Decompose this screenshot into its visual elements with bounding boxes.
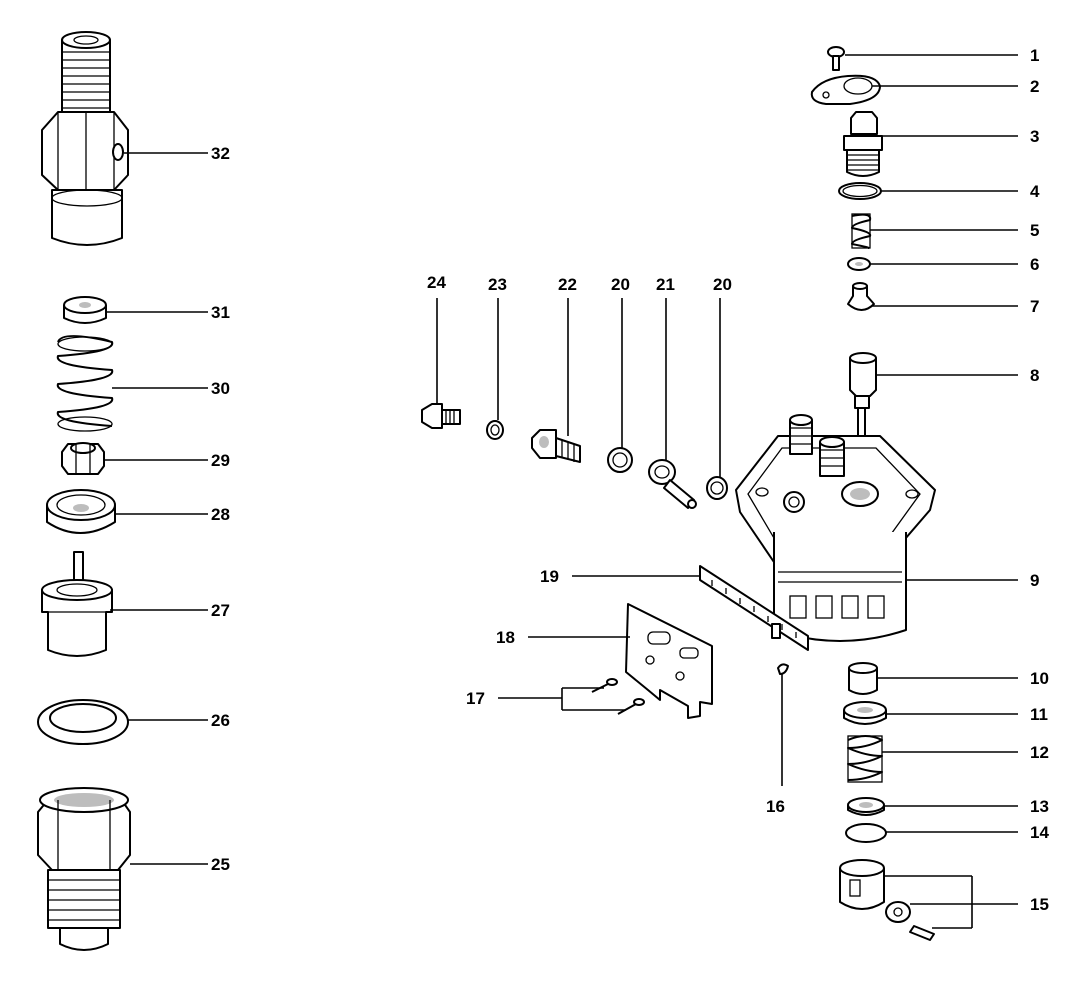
leader-lines-left (104, 152, 208, 865)
label-22: 22 (558, 275, 577, 294)
label-6: 6 (1030, 255, 1039, 274)
part-9-pump-housing (735, 414, 936, 642)
leader-lines-middle (436, 298, 721, 711)
part-6-washer (847, 257, 871, 271)
label-11: 11 (1030, 705, 1048, 724)
part-12-plunger-spring (847, 735, 883, 783)
part-30-spring (56, 335, 114, 432)
part-21-banjo-fitting (648, 459, 697, 509)
label-23: 23 (488, 275, 507, 294)
label-1: 1 (1030, 46, 1039, 65)
part-15-tappet (839, 859, 935, 941)
label-4: 4 (1030, 182, 1040, 201)
part-31-cap (63, 296, 107, 324)
part-3-valve-holder (843, 111, 883, 177)
part-22-hollow-bolt (531, 429, 581, 463)
label-24: 24 (427, 273, 446, 292)
label-28: 28 (211, 505, 230, 524)
label-8: 8 (1030, 366, 1039, 385)
part-number-labels: 1 2 3 4 5 6 7 8 9 10 11 12 13 14 15 16 1… (211, 46, 1049, 914)
label-25: 25 (211, 855, 230, 874)
label-10: 10 (1030, 669, 1049, 688)
label-20b: 20 (713, 275, 732, 294)
label-30: 30 (211, 379, 230, 398)
part-26-gasket (37, 699, 129, 745)
label-18: 18 (496, 628, 515, 647)
part-18-cover-plate (625, 603, 713, 719)
label-26: 26 (211, 711, 230, 730)
part-11-seat (843, 701, 887, 725)
label-16: 16 (766, 797, 785, 816)
label-2: 2 (1030, 77, 1039, 96)
part-1-screw (827, 46, 845, 71)
label-9: 9 (1030, 571, 1039, 590)
part-32-nozzle-holder (41, 31, 129, 246)
label-19: 19 (540, 567, 559, 586)
label-32: 32 (211, 144, 230, 163)
part-24-bolt (421, 403, 461, 429)
part-23-washer (486, 420, 504, 440)
part-7-delivery-valve (847, 282, 875, 311)
part-20-washer-a (607, 447, 633, 473)
part-5-valve-spring (851, 213, 872, 249)
part-17-screws (591, 678, 645, 715)
part-28-spacer (46, 489, 116, 534)
leader-lines-right (781, 54, 1018, 929)
label-31: 31 (211, 303, 230, 322)
part-4-o-ring (838, 182, 882, 200)
label-7: 7 (1030, 297, 1039, 316)
part-13-lower-seat (847, 797, 885, 816)
label-17: 17 (466, 689, 485, 708)
part-10-sleeve (848, 662, 878, 695)
label-29: 29 (211, 451, 230, 470)
label-20a: 20 (611, 275, 630, 294)
label-13: 13 (1030, 797, 1049, 816)
label-12: 12 (1030, 743, 1049, 762)
label-21: 21 (656, 275, 675, 294)
part-20-washer-b (706, 476, 728, 500)
label-14: 14 (1030, 823, 1049, 842)
label-15: 15 (1030, 895, 1049, 914)
label-5: 5 (1030, 221, 1039, 240)
part-2-lock-plate (810, 74, 881, 105)
part-16-clip (777, 663, 789, 675)
part-27-nozzle (41, 551, 113, 657)
part-14-shim (845, 823, 887, 843)
label-27: 27 (211, 601, 230, 620)
part-29-pin (61, 442, 105, 475)
label-3: 3 (1030, 127, 1039, 146)
part-25-retaining-nut (37, 787, 131, 951)
part-8-plunger (849, 352, 877, 441)
